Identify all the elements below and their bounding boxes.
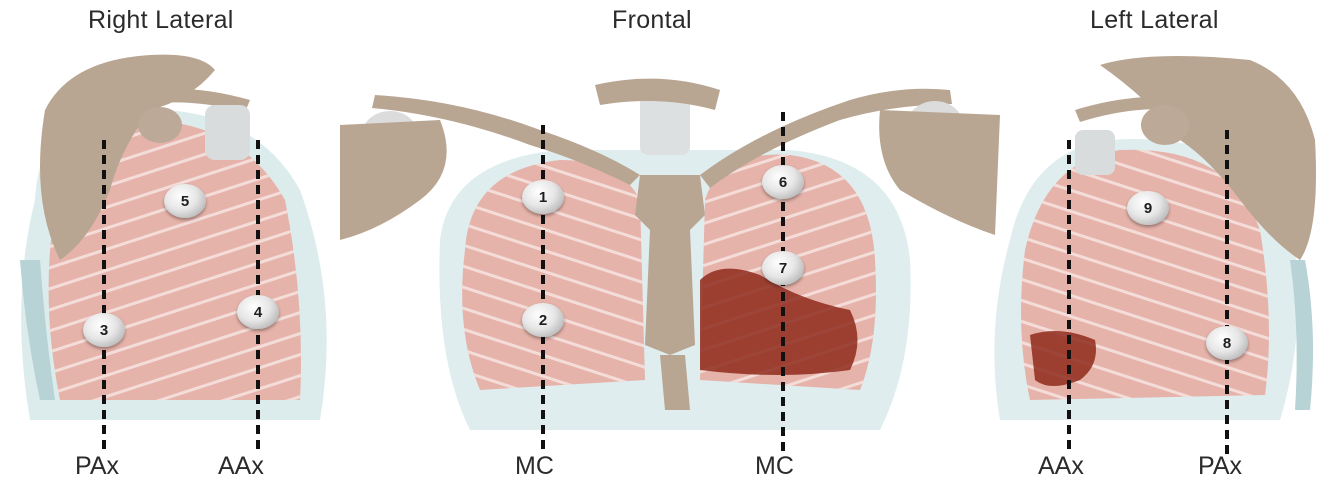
zone-marker-5: 5 (164, 184, 206, 218)
right-trachea (205, 105, 250, 160)
frontal-title: Frontal (612, 6, 692, 35)
right-pax-label: PAx (75, 452, 119, 481)
zone-marker-8: 8 (1206, 326, 1248, 360)
right-aax-label: AAx (218, 452, 264, 481)
right-humeral-head (138, 107, 182, 143)
left-lateral-title: Left Lateral (1090, 6, 1219, 35)
right-lateral-title: Right Lateral (88, 6, 234, 35)
frontal-thorax (340, 79, 1000, 430)
zone-marker-1: 1 (522, 180, 564, 214)
left-aax-label: AAx (1038, 452, 1084, 481)
frontal-left-mc-label: MC (755, 452, 794, 481)
left-humeral-head (1141, 105, 1189, 145)
zone-marker-4: 4 (237, 295, 279, 329)
zone-marker-7: 7 (762, 251, 804, 285)
zone-marker-9: 9 (1127, 191, 1169, 225)
frontal-xiphoid (660, 355, 690, 410)
frontal-right-scapula (340, 120, 447, 240)
zone-marker-2: 2 (522, 303, 564, 337)
left-pax-label: PAx (1198, 452, 1242, 481)
left-lateral-thorax (994, 56, 1316, 420)
left-trachea (1075, 130, 1115, 175)
zone-marker-3: 3 (83, 313, 125, 347)
zone-marker-6: 6 (762, 165, 804, 199)
right-lateral-thorax (20, 55, 327, 420)
frontal-right-mc-label: MC (515, 452, 554, 481)
